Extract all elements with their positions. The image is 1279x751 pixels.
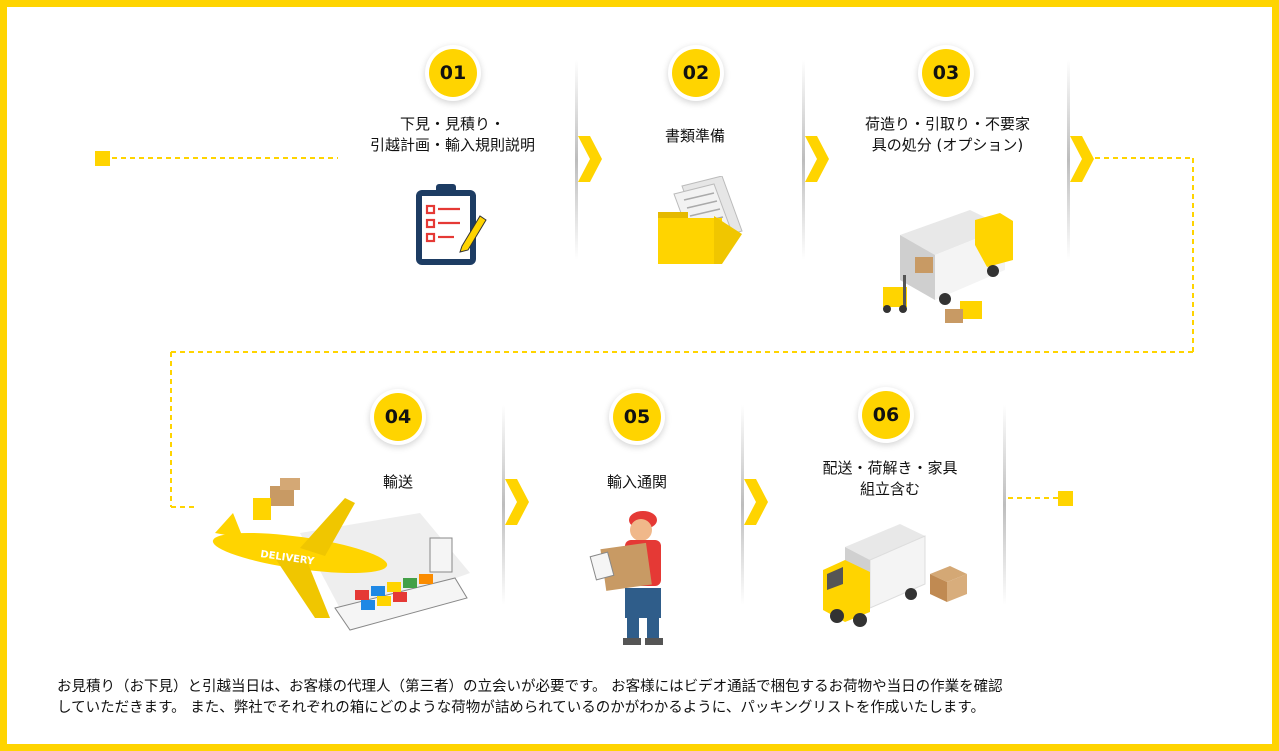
- delivery-truck-icon: [823, 524, 967, 627]
- divider-1: [575, 60, 578, 260]
- airplane-ship-icon: DELIVERY: [212, 478, 470, 631]
- step-label-03: 荷造り・引取り・不要家具の処分 (オプション): [864, 115, 1030, 154]
- step-label-05: 輸入通関: [606, 473, 667, 491]
- flow-end-marker: [1058, 491, 1073, 506]
- chevron-right-icon: [744, 479, 768, 525]
- chevron-right-icon: [578, 136, 602, 182]
- step-label-04: 輸送: [382, 473, 413, 491]
- chevron-right-icon: [505, 479, 529, 525]
- footer-line-2: していただきます。 また、弊社でそれぞれの箱にどのような荷物が詰められているのか…: [57, 700, 985, 716]
- step-badge-05: 05: [613, 393, 661, 441]
- footer-line-1: お見積り（お下見）と引越当日は、お客様の代理人（第三者）の立会いが必要です。 お…: [57, 679, 1003, 695]
- divider-2: [802, 60, 805, 260]
- divider-3: [1067, 60, 1070, 260]
- step-badge-06: 06: [862, 391, 910, 439]
- flow-start-marker: [95, 151, 110, 166]
- step-badge-01: 01: [429, 49, 477, 97]
- divider-6: [1003, 405, 1006, 605]
- step-badge-02: 02: [672, 49, 720, 97]
- clipboard-checklist-icon: [416, 184, 487, 265]
- step-label-06: 配送・荷解き・家具組立含む: [822, 459, 958, 498]
- folder-documents-icon: [658, 176, 743, 264]
- footer-note: お見積り（お下見）と引越当日は、お客様の代理人（第三者）の立会いが必要です。 お…: [57, 677, 1247, 719]
- chevron-right-icon: [805, 136, 829, 182]
- truck-forklift-icon: [883, 210, 1013, 323]
- step-badge-03: 03: [922, 49, 970, 97]
- step-label-02: 書類準備: [664, 127, 725, 145]
- worker-box-icon: [589, 511, 663, 645]
- step-label-01: 下見・見積り・引越計画・輸入規則説明: [369, 115, 535, 154]
- step-badge-04: 04: [374, 393, 422, 441]
- chevron-right-icon: [1070, 136, 1094, 182]
- divider-5: [741, 405, 744, 605]
- divider-4: [502, 405, 505, 605]
